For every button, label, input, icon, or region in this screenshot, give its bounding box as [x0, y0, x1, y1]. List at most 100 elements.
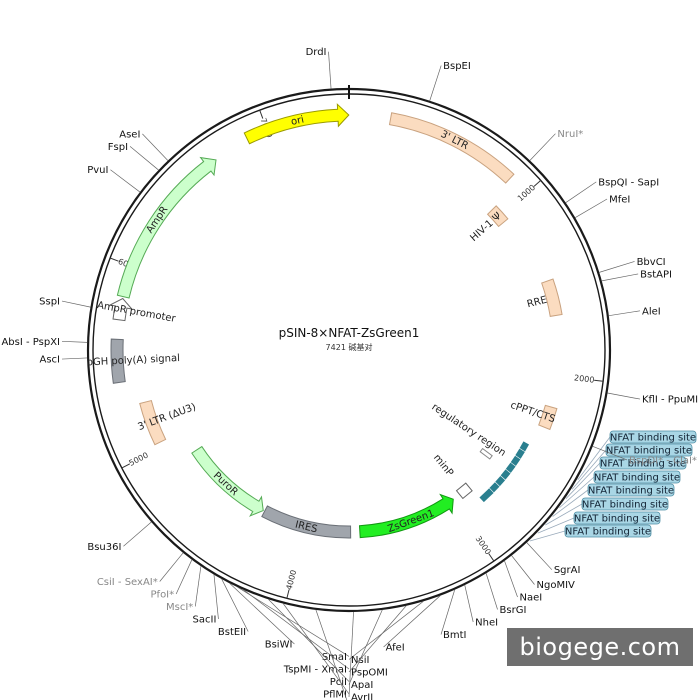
restriction-site-label: NsiI [351, 655, 369, 666]
site-leader-line [574, 198, 608, 218]
nfat-block [478, 487, 495, 504]
nfat-leader-line [559, 476, 595, 509]
site-leader-line [440, 589, 456, 635]
site-leader-line [511, 555, 535, 585]
restriction-site-label: TspMI - XmaI [283, 664, 347, 675]
restriction-site-label: BspDI* - ClaI* [629, 455, 697, 466]
restriction-site-label: NheI [475, 617, 498, 628]
nfat-label: NFAT binding site [582, 500, 668, 511]
restriction-site-label: PspOMI [351, 667, 388, 678]
regulatory-region-marker [479, 447, 493, 460]
restriction-site-label: BsrGI [500, 605, 527, 616]
tick-mark [533, 180, 542, 187]
site-leader-line [142, 133, 169, 161]
restriction-site-label: BbvCI [637, 257, 666, 268]
feature-label: minP [431, 452, 455, 478]
plasmid-size: 7421 碱基对 [326, 342, 373, 352]
minp-box [455, 482, 473, 500]
nfat-label-box [564, 524, 652, 538]
restriction-site-label: BsiWI [265, 639, 293, 650]
site-leader-line [110, 169, 141, 193]
tick-mark [259, 109, 264, 119]
site-leader-line [348, 609, 383, 685]
restriction-site-label: SgrAI [554, 565, 581, 576]
site-leader-line [464, 584, 474, 623]
site-leader-line [348, 600, 424, 660]
restriction-site-label: AleI [642, 306, 661, 317]
site-leader-line [213, 574, 219, 620]
feature-arc [243, 103, 350, 145]
feature-label: bGH poly(A) signal [86, 353, 180, 368]
tick-mark [109, 257, 119, 262]
nfat-label-box [587, 483, 675, 497]
site-leader-line [221, 578, 249, 632]
site-leader-line [383, 595, 441, 648]
nfat-label: NFAT binding site [588, 486, 674, 497]
feature-arc [116, 156, 217, 299]
restriction-site-label: PvuI [87, 165, 108, 176]
restriction-site-label: AbsI - PspXI [1, 337, 60, 348]
nfat-leader-line [577, 436, 611, 481]
feature-label: cPPT/CTS [509, 400, 557, 425]
restriction-site-label: PfoI* [151, 589, 175, 600]
nfat-label: NFAT binding site [600, 459, 686, 470]
site-leader-line [61, 340, 88, 343]
restriction-site-label: AvrII [351, 692, 373, 700]
site-leader-line [607, 392, 641, 400]
site-leader-line [348, 605, 407, 673]
nfat-label-box [599, 456, 687, 470]
restriction-site-label: BmtI [443, 630, 466, 641]
restriction-site-label: NgoMIV [537, 580, 576, 591]
restriction-site-label: Bsu36I [87, 542, 121, 553]
site-leader-line [159, 552, 184, 582]
tick-label: 2000 [574, 373, 595, 384]
site-leader-line [282, 603, 350, 695]
restriction-site-label: ApaI [351, 680, 373, 691]
backbone-ring [86, 85, 612, 613]
site-leader-line [61, 300, 91, 308]
site-leader-line [129, 146, 159, 171]
restriction-site-label: CsiI - SexAI* [97, 577, 158, 588]
feature-arcs [108, 103, 563, 539]
restriction-site-label: AseI [119, 129, 140, 140]
nfat-label-box [593, 470, 681, 484]
nfat-label-box [605, 443, 693, 457]
site-leader-line [504, 560, 518, 598]
site-leader-line [194, 566, 202, 607]
restriction-site-label: BstAPI [640, 269, 672, 280]
feature-arc [538, 404, 558, 431]
site-leader-line [601, 273, 639, 282]
restriction-site-label: AfeI [386, 642, 405, 653]
nfat-label: NFAT binding site [606, 446, 692, 457]
site-leader-line [529, 133, 556, 161]
restriction-site-label: FspI [108, 142, 128, 153]
restriction-site-label: SmaI [322, 652, 347, 663]
nfat-leader-line [571, 449, 607, 490]
feature-arc [486, 205, 509, 228]
feature-label: AmpR promoter [96, 300, 177, 325]
nfat-label: NFAT binding site [610, 433, 696, 444]
tick-mark [594, 379, 604, 382]
restriction-site-label: PciI [330, 677, 347, 688]
tick-label: 3000 [474, 534, 493, 556]
restriction-site-label: SspI [39, 297, 60, 308]
restriction-site-label: NruI* [557, 129, 583, 140]
restriction-site-label: BspQI - SapI [598, 177, 659, 188]
site-leader-line [229, 582, 295, 645]
site-leader-line [328, 51, 332, 89]
nfat-leader-line [552, 489, 589, 517]
site-leader-line [237, 586, 350, 657]
restriction-site-label: SacII [193, 614, 217, 625]
site-leader-line [175, 559, 193, 595]
feature-label: RRE [526, 295, 548, 311]
restriction-site-label: MfeI [609, 195, 630, 206]
nfat-label-box [609, 430, 697, 444]
restriction-site-label: MscI* [166, 602, 193, 613]
site-leader-line [526, 542, 553, 570]
feature-label: ori [290, 114, 305, 128]
site-leader-line [61, 357, 88, 360]
